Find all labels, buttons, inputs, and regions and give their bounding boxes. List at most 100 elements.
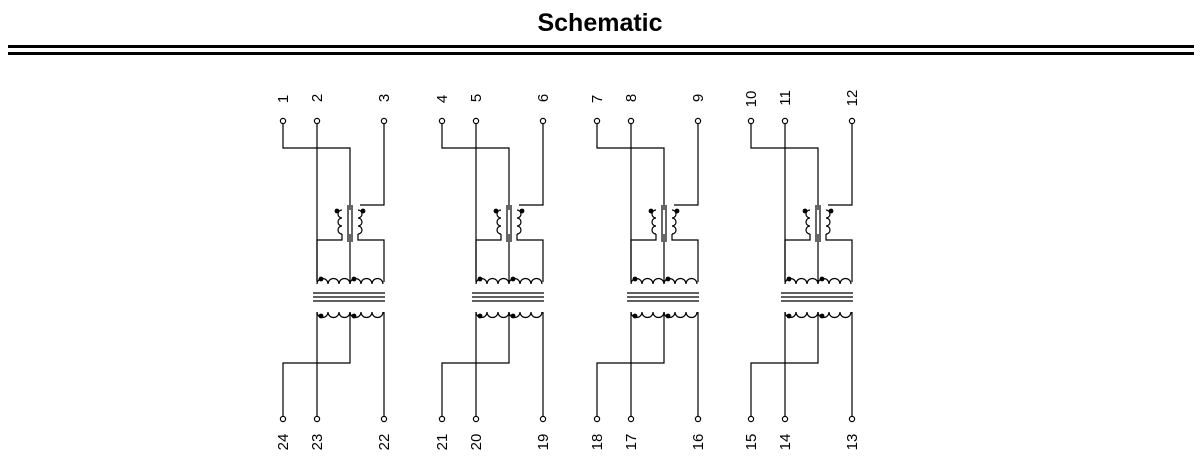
polarity-dot xyxy=(351,313,357,319)
pin-number-label: 13 xyxy=(844,434,861,451)
polarity-dot xyxy=(828,208,834,214)
polarity-dot xyxy=(318,276,324,282)
pin-bottom xyxy=(380,415,388,423)
pin-number-label: 8 xyxy=(623,94,640,102)
trace xyxy=(825,234,853,282)
pin-top xyxy=(438,117,446,125)
pin-bottom xyxy=(694,415,702,423)
channel-4: 10 11 12 15 14 13 xyxy=(743,90,861,451)
pin-number-label: 1 xyxy=(275,95,292,103)
polarity-dot xyxy=(318,313,324,319)
pin-top xyxy=(593,117,601,125)
polarity-dot xyxy=(334,208,340,214)
pin-number-label: 21 xyxy=(434,434,451,451)
polarity-dot xyxy=(510,276,516,282)
trace xyxy=(828,124,853,206)
polarity-dot xyxy=(477,313,483,319)
pin-number-label: 6 xyxy=(535,94,552,102)
title-rule-bottom xyxy=(8,52,1194,55)
trace xyxy=(674,124,699,206)
polarity-dot xyxy=(360,208,366,214)
polarity-dot xyxy=(786,313,792,319)
polarity-dot xyxy=(674,208,680,214)
pin-top xyxy=(694,117,702,125)
trace xyxy=(630,234,657,282)
polarity-dot xyxy=(819,313,825,319)
pin-number-label: 2 xyxy=(309,94,326,102)
transformer-coil xyxy=(357,209,363,235)
transformer-coil xyxy=(805,209,811,235)
pin-bottom xyxy=(747,415,755,423)
pin-number-label: 3 xyxy=(376,94,393,102)
pin-bottom xyxy=(848,415,856,423)
polarity-dot xyxy=(510,313,516,319)
pin-bottom xyxy=(781,415,789,423)
pin-bottom xyxy=(539,415,547,423)
title-rule-top xyxy=(8,45,1194,48)
transformer-coil xyxy=(337,209,343,235)
pin-top xyxy=(472,117,480,125)
polarity-dot xyxy=(632,276,638,282)
pin-number-label: 15 xyxy=(743,434,760,451)
pin-top xyxy=(279,117,287,125)
trace xyxy=(519,124,544,206)
trace xyxy=(475,234,502,282)
polarity-dot xyxy=(802,208,808,214)
polarity-dot xyxy=(493,208,499,214)
pin-top xyxy=(539,117,547,125)
pin-top xyxy=(781,117,789,125)
pin-number-label: 16 xyxy=(690,434,707,451)
polarity-dot xyxy=(665,313,671,319)
transformer-coil xyxy=(496,209,502,235)
polarity-dot xyxy=(648,208,654,214)
polarity-dot xyxy=(665,276,671,282)
polarity-dot xyxy=(632,313,638,319)
transformer-coil xyxy=(516,209,522,235)
pin-top xyxy=(627,117,635,125)
trace xyxy=(671,234,699,282)
transformer-coil xyxy=(671,209,677,235)
pin-number-label: 11 xyxy=(777,90,794,106)
pin-number-label: 18 xyxy=(589,434,606,451)
pin-number-label: 4 xyxy=(434,95,451,103)
pin-number-label: 22 xyxy=(376,434,393,451)
polarity-dot xyxy=(819,276,825,282)
page-title: Schematic xyxy=(537,9,663,37)
pin-number-label: 19 xyxy=(535,434,552,451)
pin-top xyxy=(313,117,321,125)
pin-number-label: 20 xyxy=(468,434,485,451)
pin-top xyxy=(848,117,856,125)
pin-number-label: 23 xyxy=(309,434,326,451)
pin-number-label: 10 xyxy=(743,91,760,108)
trace xyxy=(360,124,385,206)
pin-number-label: 24 xyxy=(275,434,292,451)
pin-number-label: 12 xyxy=(844,90,861,107)
polarity-dot xyxy=(477,276,483,282)
pin-bottom xyxy=(593,415,601,423)
pin-number-label: 17 xyxy=(623,434,640,451)
pin-bottom xyxy=(472,415,480,423)
trace xyxy=(316,234,343,282)
pin-bottom xyxy=(313,415,321,423)
trace xyxy=(357,234,385,282)
channel-2: 4 5 6 21 20 19 xyxy=(434,94,552,451)
polarity-dot xyxy=(351,276,357,282)
pin-top xyxy=(747,117,755,125)
pin-number-label: 9 xyxy=(690,94,707,102)
transformer-coil xyxy=(651,209,657,235)
pin-number-label: 14 xyxy=(777,434,794,451)
polarity-dot xyxy=(786,276,792,282)
channel-3: 7 8 9 18 17 16 xyxy=(589,94,707,451)
transformer-coil xyxy=(825,209,831,235)
pin-bottom xyxy=(627,415,635,423)
pin-bottom xyxy=(438,415,446,423)
pin-number-label: 7 xyxy=(589,95,606,103)
pin-bottom xyxy=(279,415,287,423)
pin-number-label: 5 xyxy=(468,94,485,102)
trace xyxy=(784,234,811,282)
trace xyxy=(516,234,544,282)
pin-top xyxy=(380,117,388,125)
polarity-dot xyxy=(519,208,525,214)
